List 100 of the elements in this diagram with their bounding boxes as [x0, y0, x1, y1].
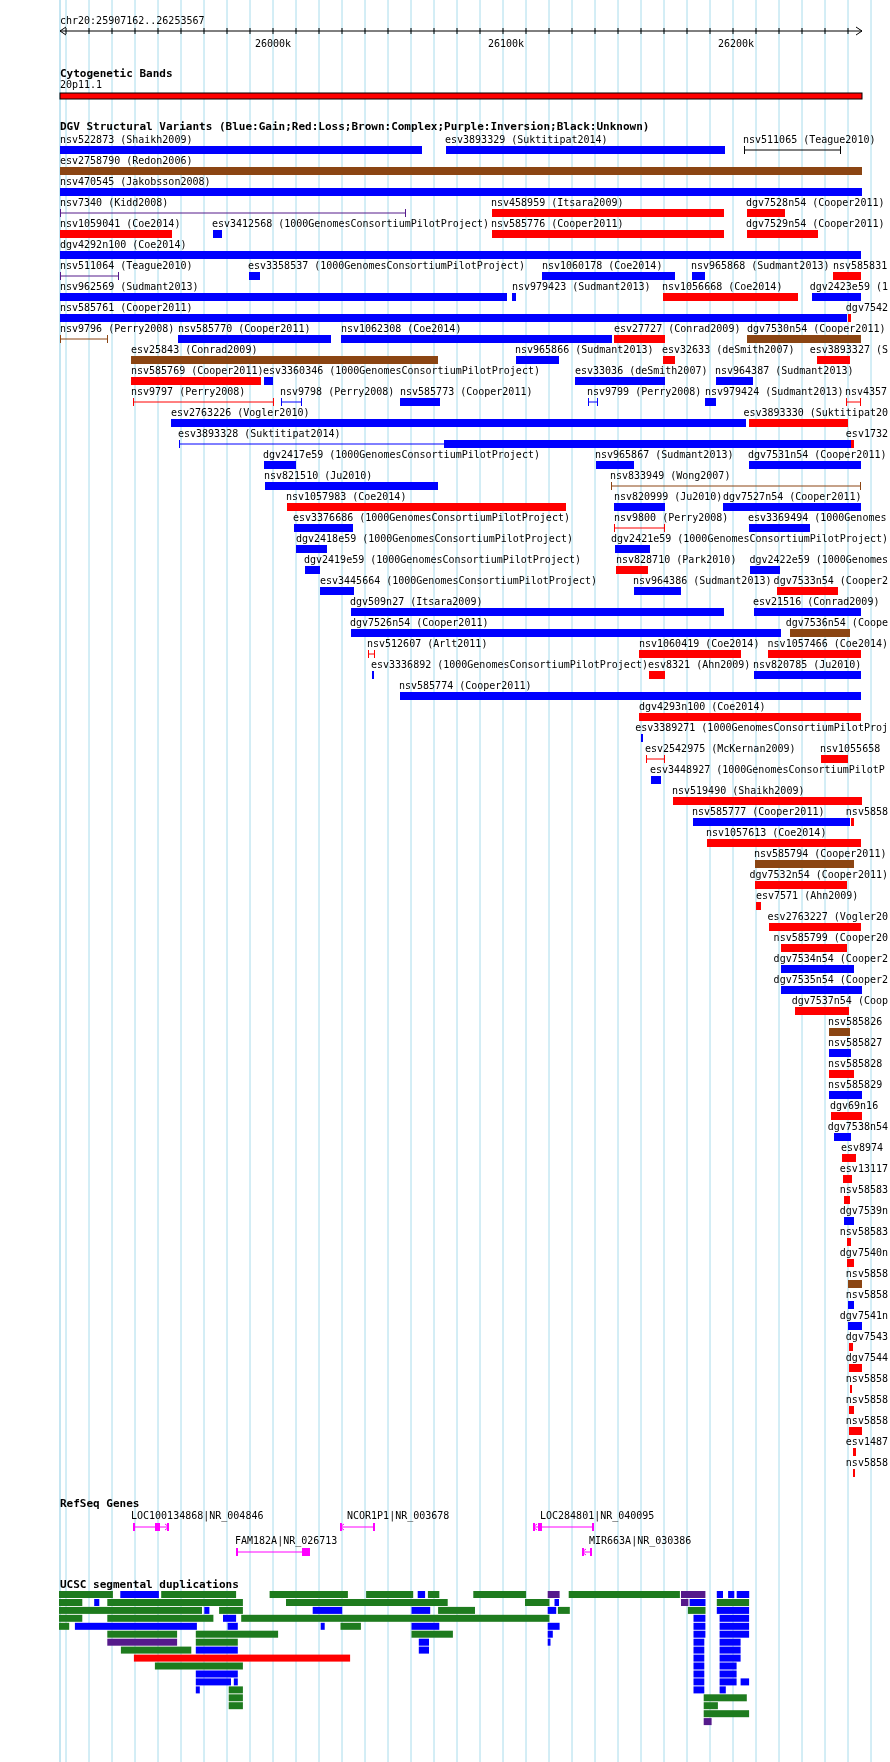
- variant-label: esv3369494 (1000Genomes: [748, 512, 887, 524]
- band-label: 20p11.1: [60, 79, 103, 91]
- variant-label: nsv58583: [839, 1226, 888, 1238]
- variant-label: nsv585776 (Cooper2011): [491, 218, 624, 230]
- variant-label: nsv58583: [839, 1184, 888, 1196]
- variant-label: nsv9798 (Perry2008): [280, 386, 395, 398]
- variant-label: dgv2419e59 (1000GenomesConsortiumPilotProject): [304, 554, 581, 566]
- variant-label: nsv1056668 (Coe2014): [662, 281, 783, 293]
- variant-label: nsv585828: [828, 1058, 883, 1070]
- gene-label: FAM182A|NR_026713: [235, 1535, 338, 1547]
- coordinate-label: chr20:25907162..26253567: [60, 15, 205, 27]
- track-title: RefSeq Genes: [60, 1498, 140, 1510]
- gene-label: LOC284801|NR_040095: [540, 1510, 655, 1522]
- variant-label: nsv585799 (Cooper20: [773, 932, 888, 944]
- variant-label: esv2758790 (Redon2006): [60, 155, 193, 167]
- variant-label: esv3360346 (1000GenomesConsortiumPilotProject): [263, 365, 540, 377]
- variant-label: esv3448927 (1000GenomesConsortiumPilotP: [650, 764, 885, 776]
- variant-label: nsv585829: [828, 1079, 883, 1091]
- variant-label: dgv7532n54 (Cooper2011): [749, 869, 888, 881]
- variant-label: dgv509n27 (Itsara2009): [350, 596, 483, 608]
- variant-label: esv3389271 (1000GenomesConsortiumPilotProj: [635, 722, 888, 734]
- variant-label: nsv833949 (Wong2007): [610, 470, 731, 482]
- variant-label: esv3893330 (Suktitipat20: [743, 407, 888, 419]
- variant-label: esv8974: [841, 1142, 884, 1154]
- variant-label: dgv7530n54 (Cooper2011): [747, 323, 886, 335]
- variant-label: esv1732: [845, 428, 888, 440]
- variant-label: nsv964386 (Sudmant2013): [633, 575, 772, 587]
- axis-tick-label: 26100k: [487, 38, 525, 50]
- variant-label: dgv7539n: [839, 1205, 888, 1217]
- variant-label: nsv585773 (Cooper2011): [400, 386, 533, 398]
- variant-label: nsv585794 (Cooper2011): [754, 848, 887, 860]
- variant-label: nsv458959 (Itsara2009): [491, 197, 624, 209]
- variant-label: nsv979424 (Sudmant2013): [705, 386, 844, 398]
- variant-label: nsv1059041 (Coe2014): [60, 218, 181, 230]
- variant-label: esv33036 (deSmith2007): [575, 365, 708, 377]
- variant-label: nsv470545 (Jakobsson2008): [60, 176, 211, 188]
- variant-label: dgv7528n54 (Cooper2011): [746, 197, 885, 209]
- variant-label: dgv4293n100 (Coe2014): [639, 701, 766, 713]
- variant-label: nsv1060178 (Coe2014): [542, 260, 663, 272]
- variant-label: nsv965867 (Sudmant2013): [595, 449, 734, 461]
- variant-label: esv32633 (deSmith2007): [662, 344, 795, 356]
- variant-label: nsv512607 (Arlt2011): [367, 638, 488, 650]
- variant-label: nsv585770 (Cooper2011): [178, 323, 311, 335]
- variant-label: esv8321 (Ahn2009): [648, 659, 751, 671]
- variant-label: nsv585826: [828, 1016, 883, 1028]
- variant-label: esv7571 (Ahn2009): [756, 890, 859, 902]
- variant-label: dgv2418e59 (1000GenomesConsortiumPilotProject): [296, 533, 573, 545]
- variant-label: esv3376686 (1000GenomesConsortiumPilotProject): [293, 512, 570, 524]
- variant-label: nsv5858: [845, 1373, 888, 1385]
- variant-label: dgv2421e59 (1000GenomesConsortiumPilotProject): [611, 533, 888, 545]
- variant-label: nsv821510 (Ju2010): [264, 470, 373, 482]
- variant-label: nsv585761 (Cooper2011): [60, 302, 193, 314]
- variant-label: esv25843 (Conrad2009): [131, 344, 258, 356]
- variant-label: esv3893328 (Suktitipat2014): [178, 428, 341, 440]
- variant-label: dgv7536n54 (Coope: [785, 617, 888, 629]
- variant-label: nsv519490 (Shaikh2009): [672, 785, 805, 797]
- variant-label: dgv7538n54: [827, 1121, 888, 1133]
- variant-label: esv2763226 (Vogler2010): [171, 407, 310, 419]
- variant-label: nsv964387 (Sudmant2013): [715, 365, 854, 377]
- variant-label: dgv7535n54 (Cooper2: [773, 974, 888, 986]
- variant-label: nsv585777 (Cooper2011): [692, 806, 825, 818]
- variant-label: nsv828710 (Park2010): [616, 554, 737, 566]
- variant-label: nsv511065 (Teague2010): [743, 134, 876, 146]
- variant-label: nsv9796 (Perry2008): [60, 323, 175, 335]
- variant-label: nsv962569 (Sudmant2013): [60, 281, 199, 293]
- variant-label: nsv9800 (Perry2008): [614, 512, 729, 524]
- variant-label: esv3893327 (S: [809, 344, 888, 356]
- variant-label: nsv5858: [845, 806, 888, 818]
- gene-label: NCOR1P1|NR_003678: [347, 1510, 450, 1522]
- variant-label: nsv5858: [845, 1415, 888, 1427]
- variant-label: dgv7543: [845, 1331, 888, 1343]
- variant-label: dgv7540n: [839, 1247, 888, 1259]
- variant-label: dgv7533n54 (Cooper2: [773, 575, 888, 587]
- axis-tick-label: 26200k: [717, 38, 755, 50]
- variant-label: nsv979423 (Sudmant2013): [512, 281, 651, 293]
- variant-label: dgv7542: [845, 302, 888, 314]
- gene-label: LOC100134868|NR_004846: [131, 1510, 264, 1522]
- variant-label: esv3445664 (1000GenomesConsortiumPilotProject): [320, 575, 597, 587]
- variant-label: nsv511064 (Teague2010): [60, 260, 193, 272]
- variant-label: nsv965866 (Sudmant2013): [515, 344, 654, 356]
- variant-label: dgv7527n54 (Cooper2011): [723, 491, 862, 503]
- variant-label: dgv7534n54 (Cooper2: [773, 953, 888, 965]
- variant-label: nsv965868 (Sudmant2013): [691, 260, 830, 272]
- variant-label: nsv5858: [845, 1394, 888, 1406]
- variant-label: nsv1062308 (Coe2014): [341, 323, 462, 335]
- variant-label: dgv7544: [845, 1352, 888, 1364]
- variant-label: dgv7526n54 (Cooper2011): [350, 617, 489, 629]
- track-title: Cytogenetic Bands: [60, 68, 173, 80]
- variant-label: nsv9799 (Perry2008): [587, 386, 702, 398]
- variant-label: dgv2417e59 (1000GenomesConsortiumPilotProject): [263, 449, 540, 461]
- variant-label: esv13117: [839, 1163, 888, 1175]
- variant-label: esv2542975 (McKernan2009): [645, 743, 796, 755]
- variant-label: nsv5858: [845, 1289, 888, 1301]
- variant-label: nsv820999 (Ju2010): [614, 491, 723, 503]
- variant-label: nsv1057466 (Coe2014): [767, 638, 888, 650]
- variant-label: nsv1057613 (Coe2014): [706, 827, 827, 839]
- variant-label: nsv522873 (Shaikh2009): [60, 134, 193, 146]
- variant-label: dgv4292n100 (Coe2014): [60, 239, 187, 251]
- axis-tick-label: 26000k: [254, 38, 292, 50]
- variant-label: nsv585769 (Cooper2011): [131, 365, 264, 377]
